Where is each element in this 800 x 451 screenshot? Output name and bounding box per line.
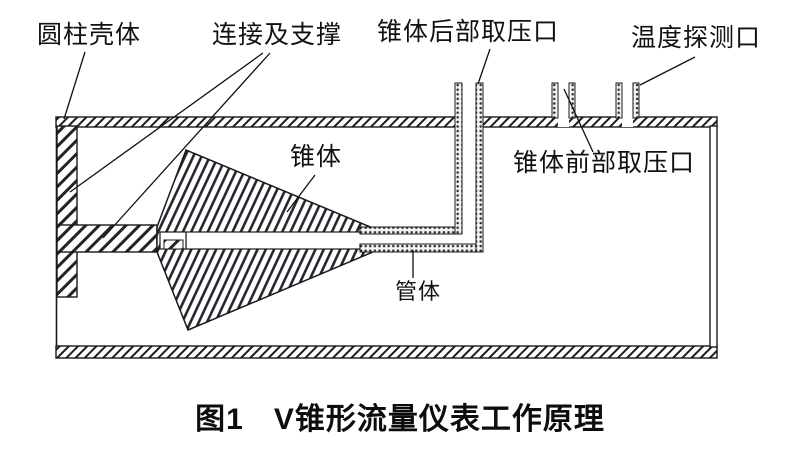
tube-bore-vertical [462,84,476,244]
leader-connection-support-a [102,52,271,239]
label-cylindrical-shell: 圆柱壳体 [37,22,142,49]
vessel-right-wall [709,125,718,348]
vessel-bottom-wall [55,345,718,359]
cone-bore [185,231,361,250]
leader-lines [63,48,696,278]
leader-connection-support-b [69,52,264,193]
temperature-wall-right [632,82,640,119]
vessel-shell [55,116,718,359]
support-column [56,125,78,298]
cone-assembly [156,149,381,331]
label-cone: 锥体 [290,144,343,171]
label-connection-support: 连接及支撑 [212,22,343,49]
temperature-nozzle [615,82,640,127]
support-structure [56,125,158,298]
temperature-wall-left [615,82,623,119]
leader-cylindrical-shell [63,51,86,120]
leader-cone [286,174,316,213]
label-temperature-port: 温度探测口 [631,25,762,52]
front-tap-bore [558,84,569,127]
riser-wall-left [454,82,463,235]
leader-front-tap [563,88,594,153]
caption-title: V锥形流量仪表工作原理 [273,403,605,436]
support-bar [56,224,158,253]
front-tap-wall-left [551,82,559,119]
temperature-bore [622,84,633,127]
tube-wall-bottom [359,243,478,253]
tube-wall-top [359,226,456,235]
label-cone-front-tap: 锥体前部取压口 [513,150,696,177]
leader-temperature-port [639,56,696,86]
cone-hub-block [163,239,184,250]
label-tube-body: 管体 [395,279,442,304]
riser-wall-right [475,82,484,253]
pressure-tube [358,82,484,253]
figure-caption: 图1 V锥形流量仪表工作原理 [0,394,800,438]
tube-bore-horizontal [358,234,476,244]
vessel-top-wall [55,116,718,128]
leader-rear-tap [477,48,491,85]
caption-figure-number: 图1 [195,403,244,436]
label-cone-rear-tap: 锥体后部取压口 [377,19,560,46]
